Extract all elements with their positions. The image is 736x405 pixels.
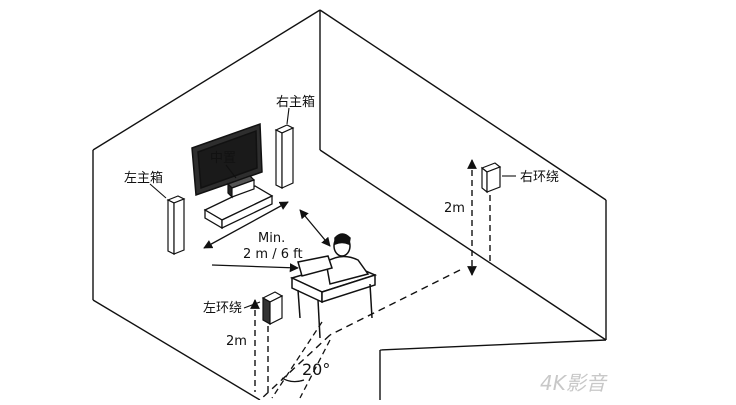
left-surround-speaker-icon <box>261 291 284 326</box>
room-front-edge <box>379 339 607 351</box>
person-icon <box>297 233 370 285</box>
label-height-right: 2m <box>444 201 465 216</box>
room-floor-back-edge <box>319 149 607 341</box>
label-center: 中置 <box>210 151 236 166</box>
label-height-left: 2m <box>226 334 247 349</box>
angle-line-2 <box>299 339 331 399</box>
label-min: Min. <box>258 231 285 246</box>
angle-indicator <box>271 321 331 399</box>
label-leaders <box>149 107 516 309</box>
front-right-speaker-icon <box>274 124 295 189</box>
room-outline <box>92 9 607 401</box>
arrow-to-front-right <box>299 209 331 247</box>
height-indicators <box>250 159 491 395</box>
tv-icon <box>191 122 263 197</box>
room-edge-top-right <box>319 9 607 201</box>
room-floor-dashed <box>329 269 461 336</box>
label-front-right: 右主箱 <box>276 94 315 110</box>
label-min-distance: 2 m / 6 ft <box>243 247 303 262</box>
angle-line-1 <box>271 321 323 399</box>
sightlines <box>203 201 331 273</box>
room-floor-left-edge <box>92 299 261 401</box>
watermark: 4K影音 <box>540 371 608 395</box>
room-edge-top-left <box>92 9 321 151</box>
angle-arc <box>281 377 305 383</box>
label-left-surround: 左环绕 <box>203 301 242 316</box>
room-floor-dashed-2 <box>259 334 331 401</box>
label-angle: 20° <box>302 360 330 379</box>
label-right-surround: 右环绕 <box>520 170 559 185</box>
right-surround-speaker-icon <box>480 162 502 194</box>
label-front-left: 左主箱 <box>124 170 163 186</box>
arrow-to-front-left <box>211 263 299 273</box>
front-left-speaker-icon <box>166 195 186 255</box>
arrow-min-distance <box>203 201 289 249</box>
center-speaker-icon <box>226 175 256 199</box>
